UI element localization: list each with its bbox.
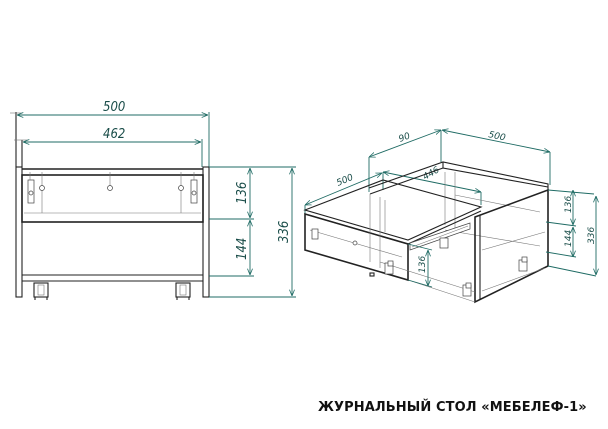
caster-iso-1 [384,260,394,275]
width-500-label: 500 [103,100,125,115]
width-462-label: 462 [103,127,125,142]
caster-iso-2 [462,282,472,297]
left-side-panel [15,166,23,298]
width-500-iso-dimension-line [442,130,550,152]
drawer-inner-446-dimension-line [383,172,481,192]
caster-iso-3 [518,256,528,272]
depth-90-label: 90 [397,131,412,145]
right-side-panel-iso [474,188,549,304]
drawer-hardware [27,172,198,213]
height-144-label: 144 [235,238,250,260]
drawer-depth-500-label: 500 [335,173,355,189]
drawer-front [21,174,204,223]
height-136-label: 136 [235,182,250,204]
height-336-label: 336 [277,221,292,243]
caster-left [33,282,49,300]
front-view: 500 462 [10,100,296,300]
iso-height-136-label: 136 [564,196,574,213]
drawer-inner-446-label: 446 [422,165,442,182]
isometric-view: 90 500 500 446 [303,130,597,304]
right-side-panel [202,166,210,298]
drawing-title: ЖУРНАЛЬНЫЙ СТОЛ «МЕБЕЛЕФ-1» [318,400,587,415]
iso-height-144-label: 144 [564,230,574,247]
depth-90-dimension-line [369,130,441,157]
drawer-front-136-label: 136 [418,256,428,273]
drawer-depth-500-dimension-line [305,172,382,206]
width-500-iso-label: 500 [487,130,506,143]
caster-right [175,282,191,300]
iso-height-336-label: 336 [587,227,597,244]
drawer-top-iso [303,179,483,241]
